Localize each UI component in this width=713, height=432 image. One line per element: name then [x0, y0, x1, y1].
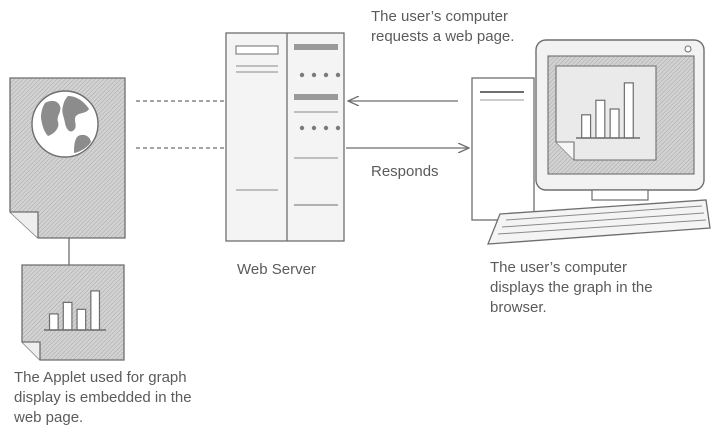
monitor-bar-3: [609, 108, 620, 139]
display-label-line-1: The user’s computer: [490, 259, 628, 276]
display-label-line-3: browser.: [490, 299, 547, 316]
applet-bar-4: [90, 290, 101, 331]
applet-label: The Applet used for graph display is emb…: [14, 368, 192, 428]
cpu-tower: [471, 77, 535, 221]
applet-bar-1: [48, 313, 59, 331]
web-page-icon: [9, 77, 126, 239]
monitor-bar-2: [595, 99, 606, 139]
applet-label-line-2: display is embedded in the: [14, 389, 192, 406]
applet-label-line-3: web page.: [14, 409, 84, 426]
applet-icon: [21, 264, 125, 361]
monitor-icon: [535, 39, 705, 201]
display-label-line-2: displays the graph in the: [490, 279, 653, 296]
applet-bar-3: [76, 308, 87, 331]
globe-icon: [31, 90, 99, 158]
web-server-label: Web Server: [237, 261, 316, 278]
web-server-icon: [225, 32, 345, 242]
monitor-bar-1: [581, 114, 592, 139]
applet-label-line-1: The Applet used for graph: [14, 369, 187, 386]
request-label: The user’s computer requests a web page.: [371, 7, 514, 47]
keyboard-icon: [487, 199, 711, 245]
applet-bar-chart: [44, 290, 106, 331]
request-label-line-1: The user’s computer: [371, 8, 509, 25]
display-label: The user’s computer displays the graph i…: [490, 258, 653, 318]
user-computer-icon: [471, 39, 711, 245]
responds-label: Responds: [371, 163, 439, 180]
applet-bar-2: [62, 301, 73, 331]
request-label-line-2: requests a web page.: [371, 28, 515, 45]
monitor-bar-chart: [576, 82, 640, 139]
monitor-bar-4: [623, 82, 634, 139]
